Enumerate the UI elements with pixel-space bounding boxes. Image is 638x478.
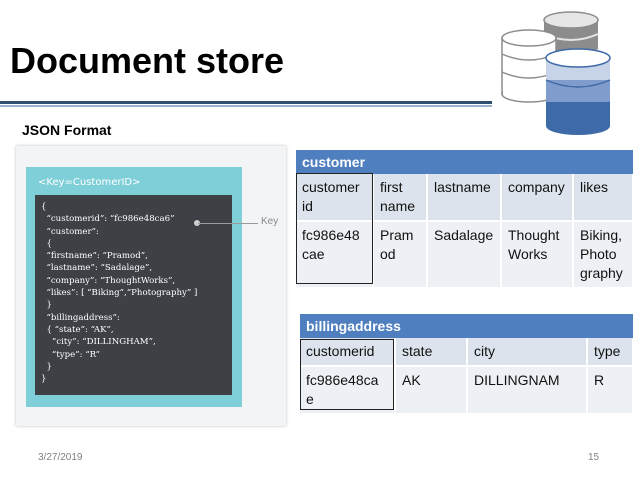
code-line: “type”: “R”	[41, 349, 101, 360]
table-cell: Sadalage	[427, 220, 502, 287]
code-line: “customerid”: “fc986e48ca6”	[41, 214, 175, 225]
code-line: “billingaddress”:	[41, 312, 120, 323]
column-header: first name	[373, 174, 428, 221]
column-header: company	[501, 174, 574, 221]
column-header: state	[395, 338, 468, 366]
key-annotation: Key	[261, 216, 279, 227]
table-cell: Biking, Photo graphy	[573, 220, 634, 287]
table-cell: Pram od	[373, 220, 428, 287]
table-cell: R	[587, 365, 634, 413]
database-icon	[501, 11, 611, 135]
table-header-row: customer id first name lastname company …	[296, 174, 634, 221]
table-row: fc986e48 cae Pram od Sadalage Thought Wo…	[296, 220, 634, 287]
table-cell: fc986e48 cae	[296, 220, 374, 287]
code-line: “city”: “DILLINGHAM”,	[41, 337, 156, 348]
table-row: fc986e48ca e AK DILLINGNAM R	[300, 365, 634, 413]
code-line: { “state”: “AK”,	[41, 324, 114, 335]
table-cell: fc986e48ca e	[300, 365, 396, 413]
column-header: customer id	[296, 174, 374, 221]
title-divider-light	[0, 105, 492, 107]
code-line: “company”: “ThoughtWorks”,	[41, 275, 176, 286]
code-line: “likes”: [ “Biking”,“Photography” ]	[41, 288, 198, 299]
column-header: city	[467, 338, 588, 366]
json-key-header: <Key=CustomerID>	[38, 177, 141, 188]
json-code-block: { “customerid”: “fc986e48ca6” “customer”…	[35, 195, 232, 395]
slide-title: Document store	[10, 40, 285, 81]
billingaddress-table-title: billingaddress	[300, 314, 633, 338]
table-header-row: customerid state city type	[300, 338, 634, 366]
table-cell: Thought Works	[501, 220, 574, 287]
table-cell: AK	[395, 365, 468, 413]
code-line: {	[41, 202, 47, 212]
code-line: “customer”:	[41, 226, 99, 237]
column-header: likes	[573, 174, 634, 221]
table-cell: DILLINGNAM	[467, 365, 588, 413]
code-line: }	[41, 300, 52, 311]
title-divider	[0, 101, 492, 104]
code-line: }	[41, 374, 47, 385]
code-line: “lastname”: “Sadalage”,	[41, 263, 153, 274]
key-pointer-line	[198, 223, 258, 224]
code-line: }	[41, 361, 52, 372]
code-line: “firstname”: “Pramod”,	[41, 251, 148, 262]
section-subtitle: JSON Format	[22, 122, 112, 138]
slide-page-number: 15	[588, 452, 600, 463]
code-line: {	[41, 238, 52, 249]
column-header: lastname	[427, 174, 502, 221]
column-header: customerid	[300, 338, 396, 366]
slide-date: 3/27/2019	[38, 452, 83, 463]
key-pointer-dot	[194, 220, 200, 226]
customer-table-title: customer	[296, 150, 633, 174]
customer-table: customer customer id first name lastname…	[296, 150, 634, 287]
billingaddress-table: billingaddress customerid state city typ…	[300, 314, 634, 413]
column-header: type	[587, 338, 634, 366]
